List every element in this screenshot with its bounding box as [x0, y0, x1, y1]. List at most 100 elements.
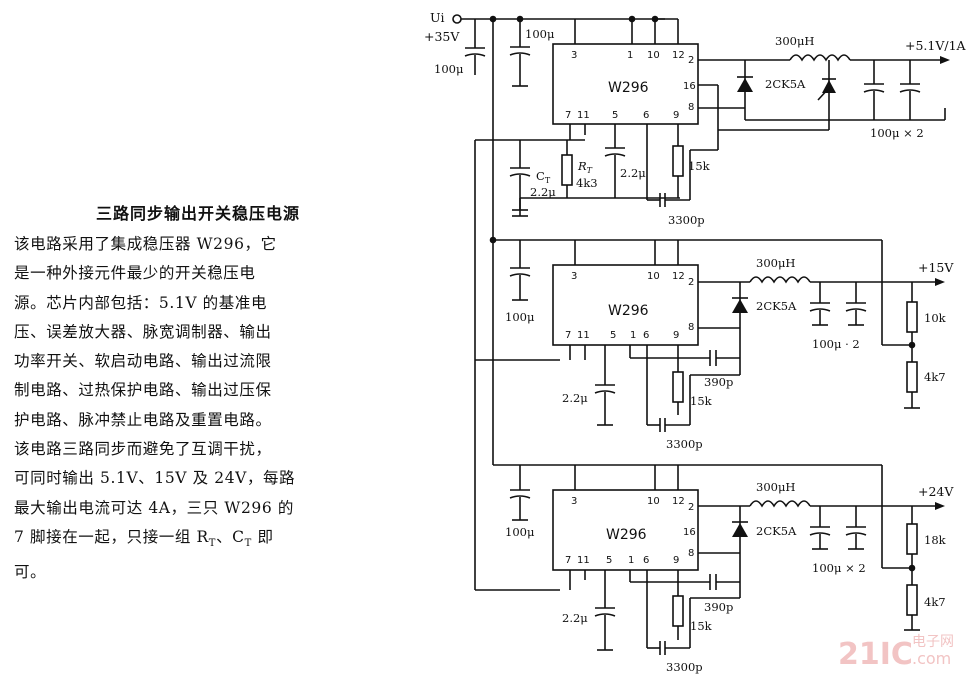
pin-label: 1 [627, 50, 633, 61]
stage3-r9 [672, 595, 684, 627]
caption-line: 是一种外接元件最少的开关稳压电 [14, 264, 256, 283]
stage1-r9 [672, 145, 684, 177]
input-cap-label: 100μ [434, 62, 464, 76]
input-voltage: +35V [424, 29, 460, 44]
pin-label: 11 [577, 110, 590, 121]
stage3-diode-label: 2CK5A [756, 524, 797, 538]
stage1-inductor-label: 300μH [775, 34, 814, 48]
pin-label: 12 [672, 271, 685, 282]
stage2-out-caps: 100μ · 2 [812, 337, 860, 351]
caption-line: 压、误差放大器、脉宽调制器、输出 [14, 322, 272, 341]
caption-ct-sub: T [244, 538, 252, 550]
caption-line: 功率开关、软启动电路、输出过流限 [14, 352, 272, 371]
stage2-output: +15V [918, 260, 954, 275]
pin-label: 10 [647, 271, 660, 282]
pin-label: 7 [565, 330, 571, 341]
watermark-url: .com [912, 649, 951, 668]
pin-label: 7 [565, 110, 571, 121]
stage2-diode [732, 299, 748, 313]
caption-line: 该电路采用了集成稳压器 W296，它 [14, 235, 277, 253]
stage2-ic [552, 264, 699, 346]
stage2-r-bot-value: 4k7 [924, 370, 946, 384]
stage2-csnub-value: 390p [704, 375, 733, 389]
stage1-ic [552, 43, 699, 125]
pin-label: 8 [688, 322, 694, 333]
caption-line: 源。芯片内部包括：5.1V 的基准电 [14, 293, 268, 312]
stage3-cfb-value: 3300p [666, 660, 703, 674]
stage3-inductor-label: 300μH [756, 480, 795, 494]
pin-label: 5 [610, 330, 616, 341]
pin-label: 3 [571, 496, 577, 507]
pin-label: 16 [683, 81, 696, 92]
stage1-ic-name: W296 [608, 80, 649, 96]
stage3-c5-value: 2.2μ [562, 611, 588, 625]
input-terminal [452, 14, 462, 24]
stage1-output: +5.1V/1A [905, 38, 967, 53]
stage3-r-top-value: 18k [924, 533, 947, 547]
stage1-cfb-value: 3300p [668, 213, 705, 227]
watermark-main: 21IC [838, 637, 913, 672]
pin-label: 3 [571, 50, 577, 61]
pin-label: 6 [643, 330, 649, 341]
stage3-inductor [749, 500, 811, 508]
stage1-r9-value: 15k [688, 159, 711, 173]
caption-title: 三路同步输出开关稳压电源 [96, 204, 301, 223]
pin-label: 1 [628, 555, 634, 566]
caption-line: 可同时输出 5.1V、15V 及 24V，每路 [14, 469, 296, 488]
stage2-cap-left: 100μ [505, 310, 535, 324]
pin-label: 10 [647, 496, 660, 507]
stage1-diode-label: 2CK5A [765, 77, 806, 91]
stage1-c5-value: 2.2μ [620, 166, 646, 180]
stage3-cap-left: 100μ [505, 525, 535, 539]
pin-label: 5 [606, 555, 612, 566]
stage3-output: +24V [918, 484, 954, 499]
pin-label: 11 [577, 330, 590, 341]
stage1-out-caps: 100μ × 2 [870, 126, 924, 140]
input-label: Ui [430, 10, 445, 25]
stage2-r-top [906, 301, 918, 333]
caption-line: 该电路三路同步而避免了互调干扰， [14, 440, 272, 459]
caption-line: 可。 [14, 563, 47, 582]
pin-label: 2 [688, 55, 694, 66]
stage2-r-top-value: 10k [924, 311, 947, 325]
pin-label: 11 [577, 555, 590, 566]
pin-label: 2 [688, 502, 694, 513]
stage2-cfb-value: 3300p [666, 437, 703, 451]
stage1-ct-value: 2.2μ [530, 185, 556, 199]
stage2-c5-value: 2.2μ [562, 391, 588, 405]
stage1-rt-sub: T [587, 166, 593, 175]
pin-label: 8 [688, 548, 694, 559]
stage3-ic-name: W296 [606, 527, 647, 543]
stage1-cap-top: 100μ [525, 27, 555, 41]
stage3-r-bot-value: 4k7 [924, 595, 946, 609]
pin-label: 2 [688, 277, 694, 288]
stage3-diode [732, 523, 748, 537]
caption-rt-sub: T [208, 538, 217, 550]
stage2-inductor [749, 276, 811, 284]
stage1-inductor [789, 54, 851, 62]
caption-line: 护电路、脉冲禁止电路及重置电路。 [14, 410, 272, 429]
stage2-diode-label: 2CK5A [756, 299, 797, 313]
stage2-ic-name: W296 [608, 303, 649, 319]
caption-line: 制电路、过热保护电路、输出过压保 [14, 381, 272, 400]
stage1-ct: CT [536, 169, 551, 185]
caption-line-rt-b: 、C [216, 527, 245, 546]
caption-line-rt-a: 7 脚接在一起，只接一组 R [14, 527, 209, 546]
pin-label: 5 [612, 110, 618, 121]
caption-line-rt-c: 即 [251, 527, 274, 546]
caption-line: 最大输出电流可达 4A，三只 W296 的 [14, 498, 294, 517]
pin-label: 1 [630, 330, 636, 341]
pin-label: 12 [672, 50, 685, 61]
caption-line-rt: 7 脚接在一起，只接一组 RT、CT 即 [14, 523, 359, 558]
stage1-rt-label: RT [577, 159, 593, 175]
stage2-r9 [672, 371, 684, 403]
stage1-ct-symbol: C [536, 169, 545, 183]
stage3-r9-value: 15k [690, 619, 713, 633]
pin-label: 16 [683, 527, 696, 538]
stage1-rt-value: 4k3 [576, 176, 598, 190]
pin-label: 10 [647, 50, 660, 61]
stage3-r-top [906, 523, 918, 555]
pin-label: 9 [673, 330, 679, 341]
caption-body: 该电路采用了集成稳压器 W296，它 是一种外接元件最少的开关稳压电 源。芯片内… [14, 230, 359, 588]
